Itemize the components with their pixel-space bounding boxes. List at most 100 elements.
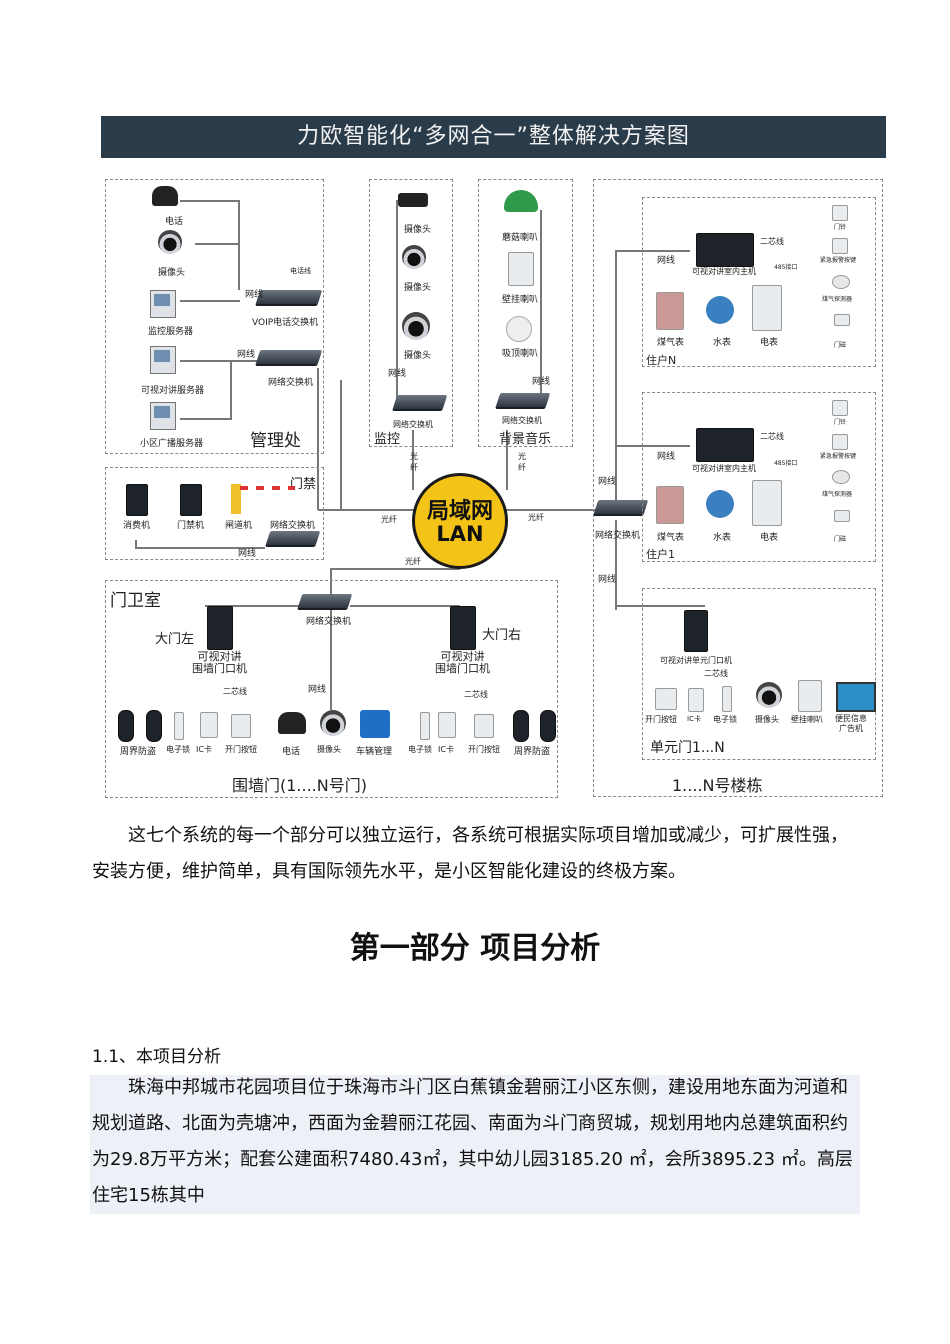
building-net-top: 网线: [598, 477, 617, 487]
household-n-box: [642, 197, 876, 367]
switch-icon: [392, 395, 448, 409]
switch-icon: [593, 500, 649, 514]
access-switch-label: 网络交换机: [270, 521, 316, 531]
dome-camera-icon: [320, 710, 346, 736]
door-magnet-icon: [834, 510, 850, 522]
infrared-beam-icon: [146, 710, 162, 742]
exit-button-icon: [474, 714, 494, 738]
guard-ic-right: IC卡: [438, 745, 454, 754]
access-title: 门禁: [290, 477, 317, 492]
mushroom-speaker-icon: [504, 190, 538, 212]
ceiling-speaker-icon: [506, 316, 532, 342]
mgmt-title: 管理处: [250, 431, 301, 451]
access-net-label: 网线: [238, 549, 257, 559]
monitor-title: 监控: [374, 432, 401, 447]
access-fiber-label: 光纤: [381, 515, 397, 524]
voip-label: VOIP电话交换机: [252, 318, 319, 328]
entry-title: 单元门1...N: [650, 740, 725, 756]
access-pos-label: 消费机: [123, 521, 151, 531]
music-ceiling-label: 吸顶喇叭: [502, 349, 539, 359]
diagram-title: 力欧智能化“多网合一”整体解决方案图: [297, 124, 690, 149]
highlight-background: [90, 1075, 860, 1214]
wall-intercom-panel-icon: [207, 606, 233, 650]
music-title: 背景音乐: [499, 432, 552, 447]
ic-card-icon: [688, 688, 704, 712]
pos-terminal-icon: [126, 484, 148, 516]
household-1-box: [642, 392, 876, 562]
dome-camera-icon: [756, 682, 782, 708]
hn-detector-label: 煤气探测器: [822, 296, 853, 303]
guard-perimeter-left: 周界防盗: [120, 747, 157, 757]
subsection-heading: 1.1、本项目分析: [92, 1047, 222, 1067]
mgmt-intercom-server-label: 可视对讲服务器: [141, 386, 205, 396]
alarm-button-icon: [832, 434, 848, 450]
phone-icon: [278, 712, 306, 734]
hn-gas-label: 煤气表: [657, 338, 685, 348]
guard-left-label: 大门左: [155, 632, 195, 647]
monitor-cam3-label: 摄像头: [404, 351, 432, 361]
infrared-beam-icon: [118, 710, 134, 742]
barrier-arm-icon: [240, 486, 295, 490]
music-switch-label: 网络交换机: [502, 416, 542, 425]
unit-door-panel-icon: [684, 610, 708, 652]
hn-water-label: 水表: [713, 338, 732, 348]
guard-phone-label: 电话: [282, 747, 301, 757]
music-box: [478, 179, 573, 447]
ptz-camera-icon: [402, 312, 430, 340]
guard-panel-left-label: 可视对讲 围墙门口机: [192, 650, 247, 675]
guard-title: 门卫室: [110, 591, 161, 611]
section-heading: 第一部分 项目分析: [349, 931, 601, 966]
guard-btn-left: 开门按钮: [225, 745, 257, 754]
exit-button-icon: [231, 714, 251, 738]
h1-alarm-label: 紧急报警按键: [820, 453, 857, 460]
gas-detector-icon: [832, 470, 850, 484]
guard-parking-label: 车辆管理: [356, 747, 393, 757]
h1-bell-label: 门铃: [834, 419, 847, 426]
hn-magnet-label: 门磁: [834, 342, 847, 349]
monitor-net-label: 网线: [388, 369, 407, 379]
mgmt-broadcast-server-label: 小区广播服务器: [140, 439, 204, 449]
barrier-gate-icon: [231, 484, 241, 514]
h1-elec-label: 电表: [760, 533, 779, 543]
h1-title: 住户1: [646, 548, 675, 561]
entry-ic-label: IC卡: [687, 715, 701, 723]
music-mushroom-label: 蘑菇喇叭: [502, 233, 539, 243]
access-gate-label: 闸道机: [225, 521, 253, 531]
switch-icon: [297, 594, 353, 608]
infrared-beam-icon: [513, 710, 529, 742]
parking-sign-icon: [360, 710, 390, 738]
monitor-cam2-label: 摄像头: [404, 283, 432, 293]
music-wall-label: 壁挂喇叭: [502, 295, 539, 305]
ad-screen-icon: [836, 682, 876, 712]
water-meter-icon: [706, 490, 734, 518]
lan-en-label: LAN: [436, 522, 484, 546]
guard-fiber-label: 光纤: [405, 557, 421, 566]
hn-elec-label: 电表: [760, 338, 779, 348]
gas-detector-icon: [832, 275, 850, 289]
hn-net-label: 网线: [657, 256, 676, 266]
water-meter-icon: [706, 296, 734, 324]
alarm-button-icon: [832, 238, 848, 254]
dome-camera-icon: [402, 245, 426, 269]
access-reader-icon: [180, 484, 202, 516]
h1-detector-label: 煤气探测器: [822, 491, 853, 498]
building-footer: 1....N号楼栋: [672, 776, 763, 795]
music-net-label: 网线: [532, 377, 551, 387]
entry-btn-label: 开门按钮: [645, 715, 677, 724]
guard-btn-right: 开门按钮: [468, 745, 500, 754]
entry-speaker-label: 壁挂喇叭: [791, 715, 823, 724]
entry-lock-label: 电子锁: [713, 715, 737, 724]
server-icon: [150, 346, 176, 374]
electronic-lock-icon: [174, 712, 184, 740]
ic-card-icon: [438, 712, 456, 738]
h1-two-core-label: 二芯线: [760, 432, 784, 441]
indoor-monitor-icon: [696, 428, 754, 462]
mgmt-net1-label: 网线: [245, 290, 264, 300]
monitoring-box: [369, 179, 453, 447]
switch-icon: [495, 393, 551, 407]
electric-meter-icon: [752, 285, 782, 331]
mgmt-phone-label: 电话: [165, 217, 184, 227]
intro-paragraph: 这七个系统的每一个部分可以独立运行，各系统可根据实际项目增加或减少，可扩展性强，…: [92, 825, 848, 882]
hn-host-label: 可视对讲室内主机: [692, 267, 756, 276]
electric-meter-icon: [752, 480, 782, 526]
